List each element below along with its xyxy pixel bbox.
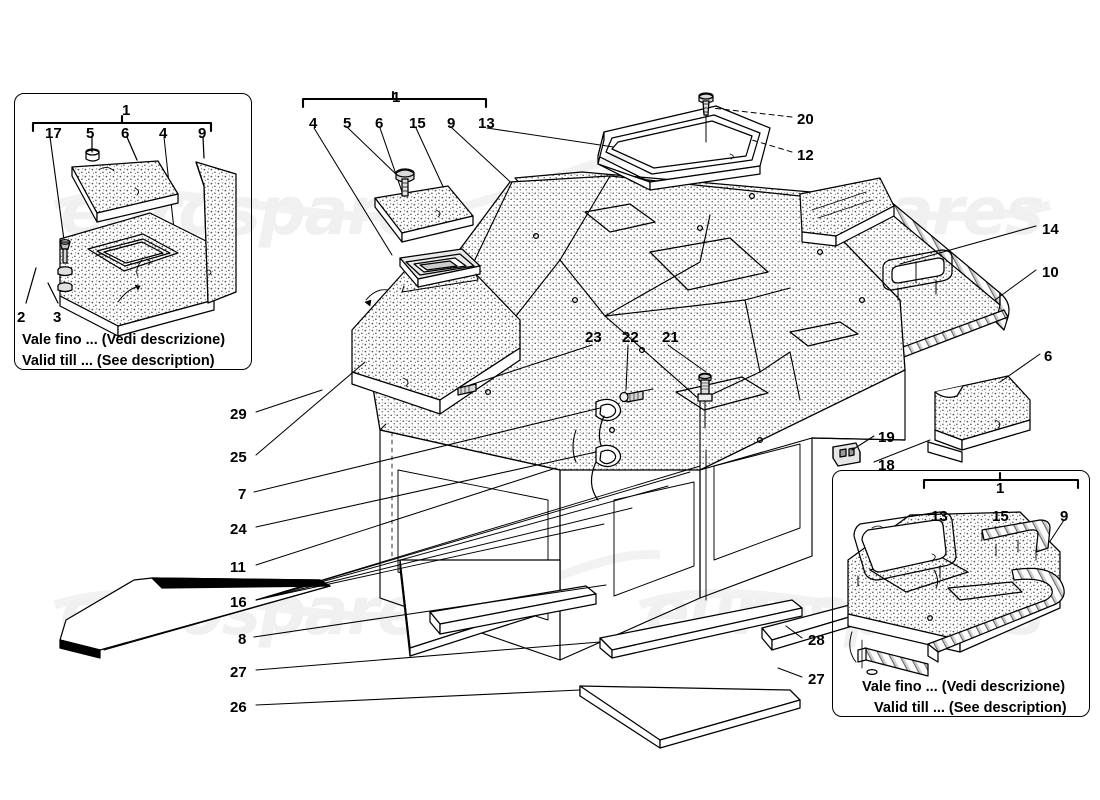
callout-1: 1 xyxy=(996,480,1005,497)
left-inset-frame xyxy=(14,93,252,370)
callout-18: 18 xyxy=(878,457,895,474)
callout-11: 11 xyxy=(230,559,246,576)
left-inset-note-en: Valid till ... (See description) xyxy=(22,353,215,369)
callout-6: 6 xyxy=(375,115,384,132)
callout-14: 14 xyxy=(1042,221,1059,238)
callout-19: 19 xyxy=(878,429,895,446)
callout-5: 5 xyxy=(86,125,95,142)
callout-1: 1 xyxy=(392,89,401,106)
callout-27: 27 xyxy=(230,664,247,681)
callout-16: 16 xyxy=(230,594,247,611)
callout-23: 23 xyxy=(585,329,602,346)
callout-21: 21 xyxy=(662,329,679,346)
right-inset-artwork xyxy=(847,471,1080,677)
callout-2: 2 xyxy=(17,309,26,326)
callout-20: 20 xyxy=(797,111,814,128)
right-inset-frame xyxy=(832,470,1090,717)
callout-15: 15 xyxy=(409,115,426,132)
callout-13: 13 xyxy=(931,508,948,525)
callout-29: 29 xyxy=(230,406,247,423)
callout-22: 22 xyxy=(622,329,639,346)
callout-28: 28 xyxy=(808,632,825,649)
callout-12: 12 xyxy=(797,147,814,164)
callout-6: 6 xyxy=(121,125,130,142)
callout-24: 24 xyxy=(230,521,247,538)
callout-9: 9 xyxy=(198,125,207,142)
callout-8: 8 xyxy=(238,631,247,648)
callout-9: 9 xyxy=(447,115,456,132)
right-inset-note-en: Valid till ... (See description) xyxy=(874,700,1067,716)
callout-26: 26 xyxy=(230,699,247,716)
callout-4: 4 xyxy=(159,125,168,142)
callout-9: 9 xyxy=(1060,508,1069,525)
callout-6: 6 xyxy=(1044,348,1053,365)
left-inset-artwork xyxy=(25,114,237,337)
callout-5: 5 xyxy=(343,115,352,132)
callout-27: 27 xyxy=(808,671,825,688)
callout-7: 7 xyxy=(238,486,247,503)
right-inset-note-it: Vale fino ... (Vedi descrizione) xyxy=(862,679,1066,695)
callout-3: 3 xyxy=(53,309,62,326)
main-assembly-artwork xyxy=(59,90,1041,749)
callout-25: 25 xyxy=(230,449,247,466)
callout-4: 4 xyxy=(309,115,318,132)
left-inset-note-it: Vale fino ... (Vedi descrizione) xyxy=(22,332,226,348)
callout-17: 17 xyxy=(45,125,62,142)
callout-10: 10 xyxy=(1042,264,1059,281)
callout-15: 15 xyxy=(992,508,1009,525)
callout-1: 1 xyxy=(122,102,131,119)
callout-13: 13 xyxy=(478,115,495,132)
